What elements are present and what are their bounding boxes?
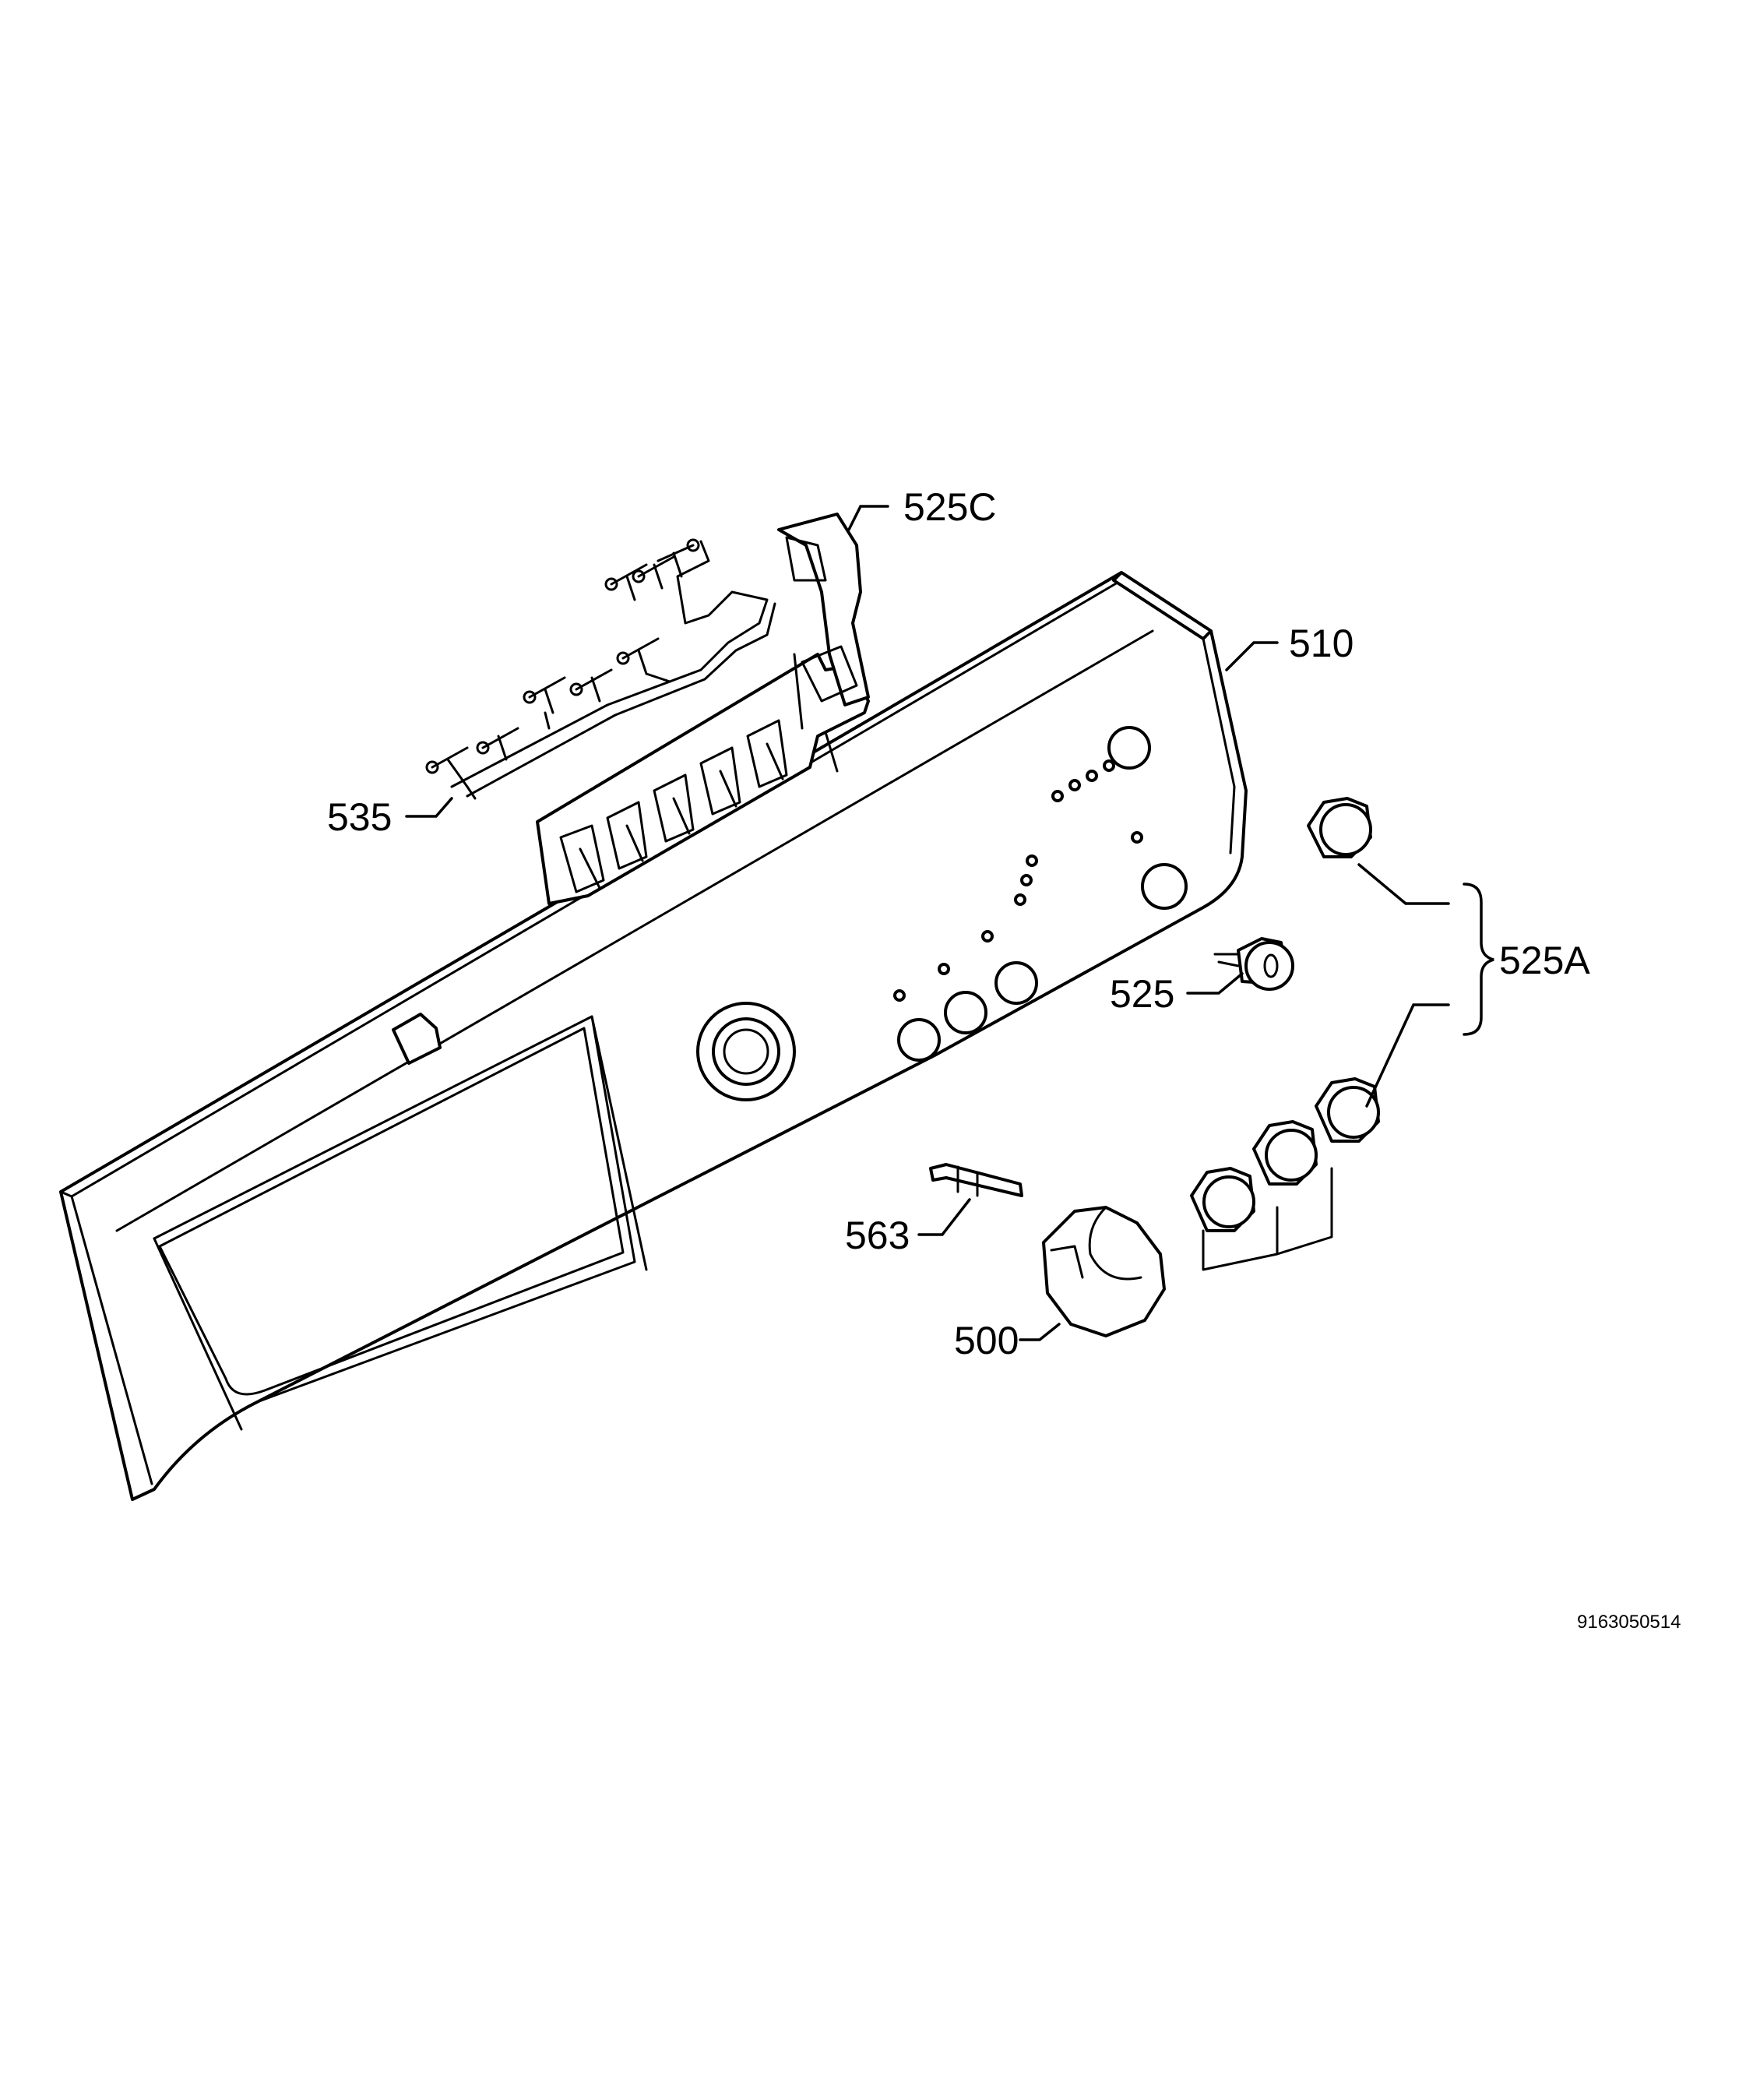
leader-525c [847, 505, 889, 531]
shaft-563 [929, 1163, 1023, 1197]
leader-500 [1019, 1323, 1061, 1341]
callout-525c: 525C [903, 485, 997, 529]
callout-525: 525 [1110, 972, 1174, 1016]
leader-535 [405, 797, 453, 818]
callout-500: 500 [954, 1319, 1019, 1362]
leader-lines [405, 505, 1494, 1341]
leader-563 [917, 1198, 971, 1236]
knob-525 [1213, 937, 1294, 991]
callout-525a: 525A [1499, 939, 1590, 982]
leader-525a-top [1357, 863, 1450, 905]
leader-510 [1225, 641, 1279, 671]
callout-535: 535 [327, 795, 392, 839]
document-number: 9163050514 [1577, 1612, 1681, 1633]
leader-525a-bottom [1365, 1003, 1450, 1108]
leader-525 [1186, 972, 1244, 995]
callout-510: 510 [1289, 622, 1354, 665]
dial-knob-500 [1042, 1206, 1166, 1337]
brace-525a [1463, 883, 1494, 1036]
knob-group-525a [1190, 797, 1380, 1271]
control-panel-510 [59, 571, 1248, 1501]
light-guides-535 [425, 538, 776, 800]
callout-563: 563 [845, 1214, 910, 1257]
bracket-frame-525c [536, 513, 870, 905]
